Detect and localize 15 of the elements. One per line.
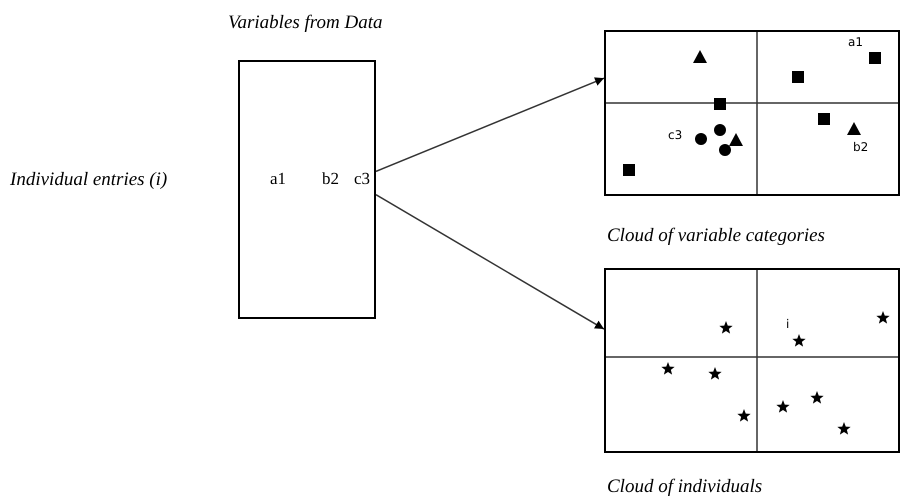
variable-label: b2 (322, 170, 339, 187)
scatter-plot-panel (604, 30, 900, 196)
point-label: a1 (848, 36, 863, 48)
heading-text: Variables from Data (228, 13, 382, 32)
variable-label: a1 (270, 170, 286, 187)
row-label: Individual entries (i) (10, 170, 168, 189)
point-label: b2 (853, 141, 868, 153)
plot-caption: Cloud of individuals (607, 477, 762, 496)
scatter-plot-panel (604, 268, 900, 453)
arrow (376, 77, 604, 172)
variable-label: c3 (354, 170, 370, 187)
plot-caption: Cloud of variable categories (607, 226, 825, 245)
arrow (376, 194, 604, 330)
point-label: i (786, 318, 790, 330)
point-label: c3 (668, 129, 682, 141)
